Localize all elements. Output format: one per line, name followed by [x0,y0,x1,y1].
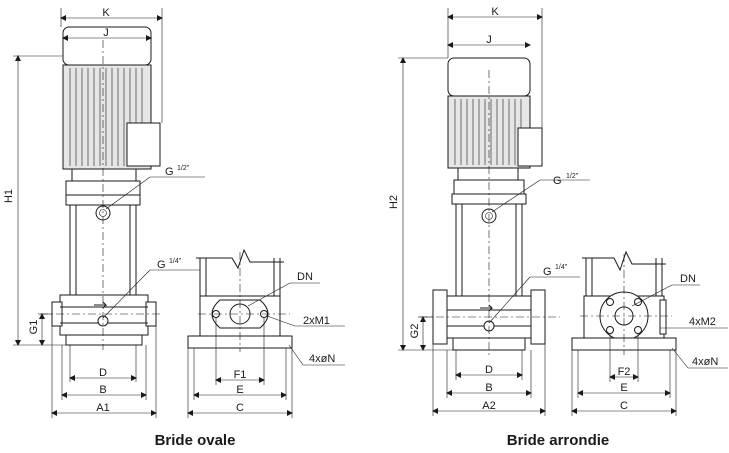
dim-d-right: D [485,364,493,376]
left-flange-dimensions [187,282,345,418]
left-terminal-box [126,122,161,167]
callout-gauge-half-right-sup: 1/2" [566,173,579,180]
dim-c-left: C [236,402,244,414]
callout-gauge-half-right: G [553,175,562,187]
left-flange-view [187,248,293,352]
left-dimensions [13,8,205,418]
callout-gauge-half-left: G [165,166,174,178]
left-foot [65,334,143,346]
caption-left: Bride ovale [155,432,236,449]
dim-g1: G1 [28,320,40,335]
callout-holes-right: 4xøN [692,356,718,368]
right-terminal-box [517,127,543,167]
dim-a2: A2 [482,400,495,412]
callout-gauge-half-left-sup: 1/2" [177,165,190,172]
dim-j-right: J [486,34,492,46]
dim-k-left: K [102,7,110,19]
callout-holes-left: 4xøN [309,353,335,365]
dim-a1: A1 [96,402,109,414]
left-pump-view [40,26,161,350]
right-flange-view [571,250,677,355]
right-coupling [457,167,519,181]
dim-f2: F2 [618,366,631,378]
left-labels: K J H1 G1 D B A1 G 1/2" G 1/4" Bride ova… [3,7,235,449]
left-coupling [71,168,137,182]
dim-f1: F1 [234,369,247,381]
dim-b-left: B [99,384,106,396]
callout-gauge-quarter-right: G [543,266,552,278]
right-pump-view [420,57,560,355]
callout-bolts-right: 4xM2 [689,316,716,328]
callout-gauge-quarter-left-sup: 1/4" [169,258,182,265]
right-dimensions [398,8,590,416]
caption-right: Bride arrondie [507,432,610,449]
callout-gauge-quarter-right-sup: 1/4" [555,264,568,271]
dim-c-right: C [620,400,628,412]
right-flange-dimensions [571,284,728,416]
dim-d-left: D [99,367,107,379]
callout-gauge-quarter-left: G [157,259,166,271]
dim-b-right: B [485,382,492,394]
dim-h1: H1 [3,189,15,203]
callout-bolts-left: 2xM1 [303,315,330,327]
left-base [59,294,149,336]
dim-j-left: J [103,27,109,39]
right-labels: K J H2 G2 D B A2 G 1/2" G 1/4" Bride arr… [388,6,609,449]
dim-h2: H2 [388,195,400,209]
dim-e-right: E [620,382,627,394]
callout-dn-left: DN [297,271,313,283]
right-flange-labels: F2 E C DN 4xM2 4xøN [618,273,719,412]
dim-k-right: K [491,6,499,18]
left-flange-labels: F1 E C DN 2xM1 4xøN [234,271,336,414]
dim-g2: G2 [409,324,421,339]
callout-dn-right: DN [680,273,696,285]
dim-e-left: E [236,384,243,396]
